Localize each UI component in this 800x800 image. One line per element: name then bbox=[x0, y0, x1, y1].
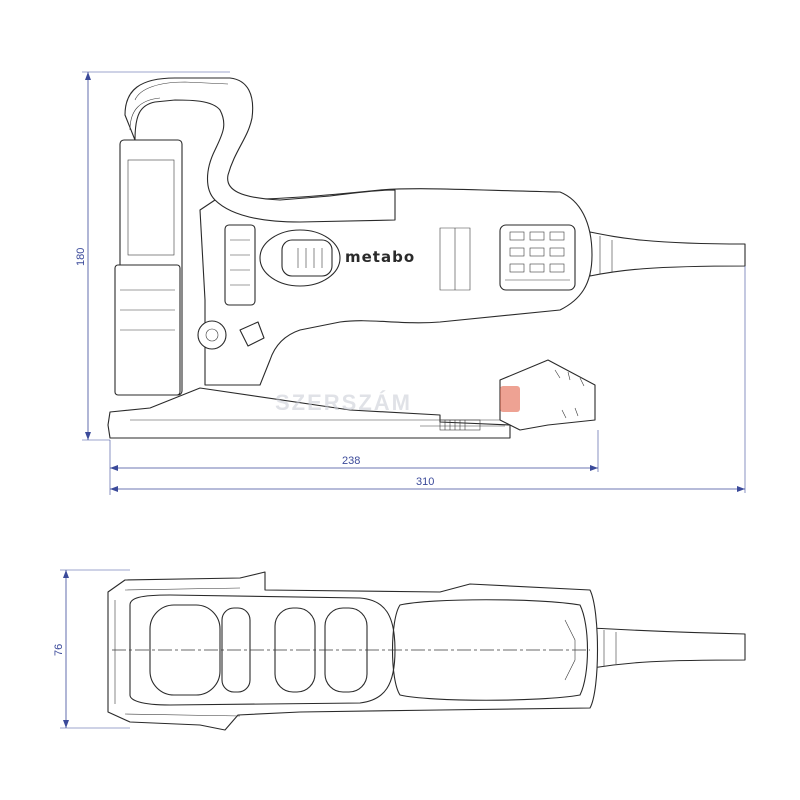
side-view: metabo SZERSZÁM bbox=[75, 71, 746, 495]
vent-grille-side bbox=[499, 224, 576, 291]
base-plate-side bbox=[107, 387, 511, 439]
dimension-base-length: 238 bbox=[109, 430, 599, 495]
power-cord-top bbox=[591, 627, 746, 669]
brand-label: metabo bbox=[345, 248, 415, 266]
watermark: SZERSZÁM bbox=[275, 386, 520, 415]
dim-base-length-label: 238 bbox=[342, 455, 360, 467]
top-view: 76 bbox=[53, 569, 746, 731]
watermark-badge bbox=[500, 386, 520, 412]
dim-width-label: 76 bbox=[53, 644, 65, 656]
pendulum-knob-side bbox=[197, 320, 227, 350]
speed-dial-side bbox=[281, 239, 333, 277]
svg-text:SZERSZÁM: SZERSZÁM bbox=[275, 390, 412, 415]
dimension-total-length: 310 bbox=[110, 266, 746, 493]
grip-pad-1 bbox=[149, 604, 221, 696]
motor-section-top bbox=[391, 599, 589, 701]
dim-height-label: 180 bbox=[75, 248, 87, 266]
dimension-height: 180 bbox=[75, 71, 230, 441]
switch-cluster-side bbox=[224, 224, 256, 306]
handle-side bbox=[124, 77, 396, 223]
dimension-width: 76 bbox=[53, 569, 130, 729]
power-cord-side bbox=[589, 231, 746, 277]
dim-total-length-label: 310 bbox=[416, 476, 434, 488]
dust-nozzle-side bbox=[499, 359, 596, 431]
housing-outline-top bbox=[107, 571, 599, 731]
